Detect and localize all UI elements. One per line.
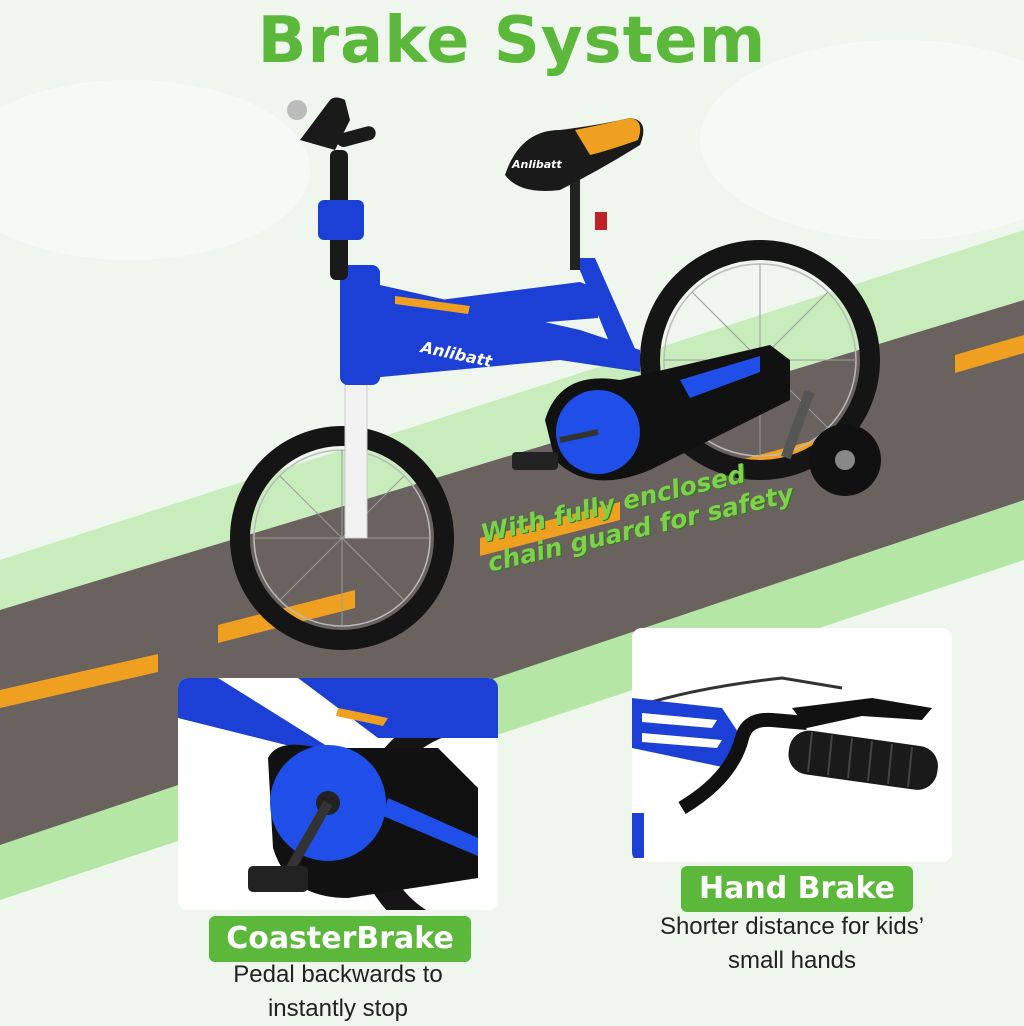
handbrake-desc-line-1: Shorter distance for kids’ bbox=[659, 913, 925, 940]
coaster-brake-description: Pedal backwards to instantly stop bbox=[178, 958, 498, 1026]
hand-brake-label: Hand Brake bbox=[681, 866, 913, 912]
page-title: Brake System bbox=[257, 4, 767, 78]
handbrake-desc-line-2: small hands bbox=[727, 947, 857, 974]
bike-frame bbox=[345, 285, 640, 385]
hand-brake-image bbox=[632, 628, 952, 862]
svg-text:Anlibatt: Anlibatt bbox=[511, 158, 562, 171]
coaster-desc-line-2: instantly stop bbox=[267, 995, 409, 1022]
front-wheel bbox=[230, 426, 454, 650]
rear-wheel bbox=[640, 240, 880, 480]
front-fork bbox=[344, 367, 368, 539]
coaster-brake-label: CoasterBrake bbox=[209, 916, 471, 962]
hand-brake-inset bbox=[632, 628, 952, 862]
coaster-brake-inset bbox=[178, 678, 498, 910]
coaster-brake-image bbox=[178, 678, 498, 910]
coaster-desc-line-1: Pedal backwards to bbox=[233, 961, 443, 988]
bicycle: Anlibatt Anlibatt bbox=[230, 97, 881, 650]
hand-brake-description: Shorter distance for kids’ small hands bbox=[622, 910, 962, 978]
